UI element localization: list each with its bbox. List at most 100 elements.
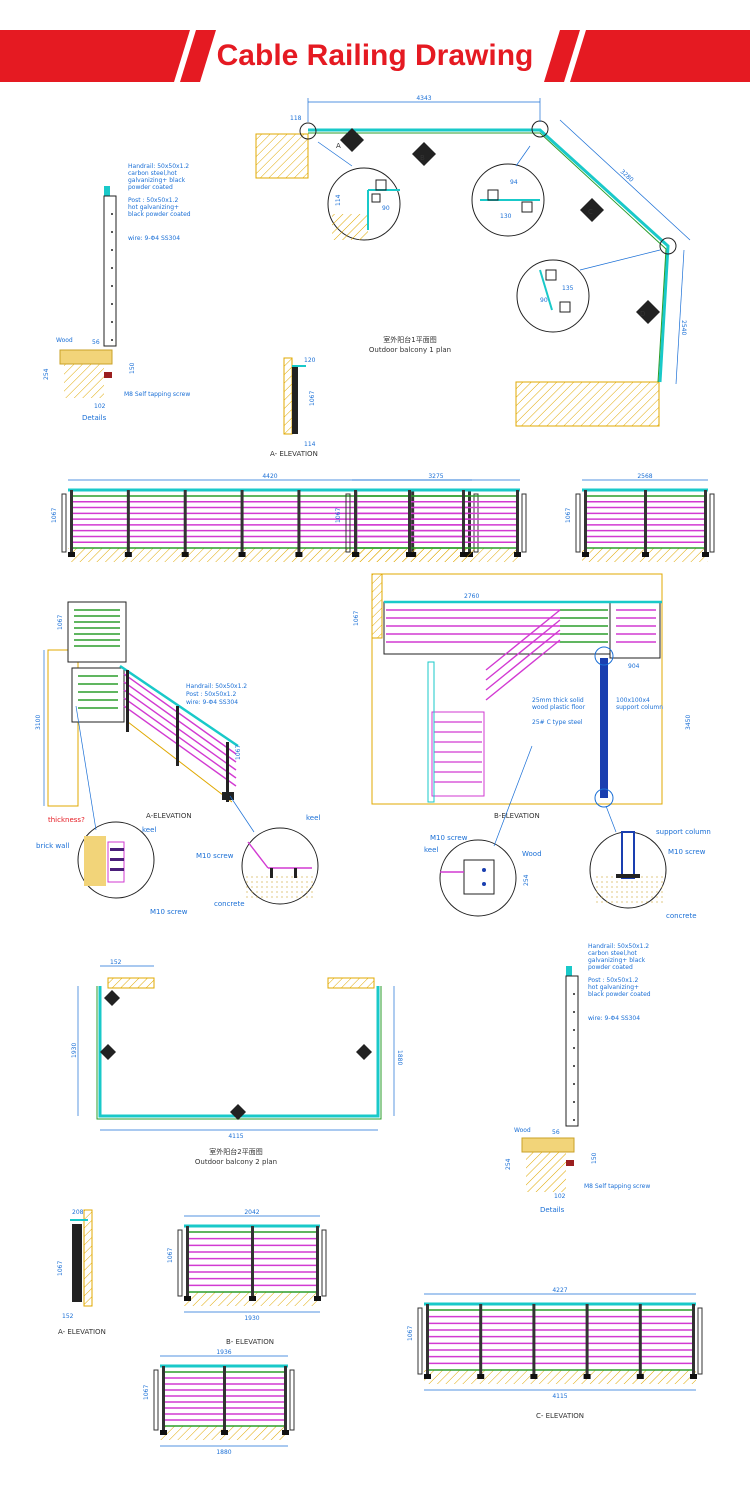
cad-drawing: 4343 118 3280 2540 A B C D 114 90 94 1	[35, 95, 715, 1456]
svg-text:1067: 1067	[309, 391, 316, 406]
svg-text:130: 130	[500, 213, 512, 220]
plan1-title-en: Outdoor balcony 1 plan	[369, 346, 451, 354]
svg-text:90: 90	[382, 205, 390, 212]
svg-text:Outdoor balcony 2 plan: Outdoor balcony 2 plan	[195, 1158, 277, 1166]
details-left: Handrail: 50x50x1.2 carbon steel,hot gal…	[43, 163, 191, 422]
dim-text: 1067	[167, 1248, 174, 1263]
svg-text:B-ELEVATION: B-ELEVATION	[494, 812, 540, 820]
svg-text:support column: support column	[616, 704, 663, 711]
stair-a-elevation: 3100 1067 1067 Handrail: 50x50x1.2 Post …	[35, 601, 247, 824]
svg-text:114: 114	[335, 194, 342, 206]
svg-text:M8 Self tapping screw: M8 Self tapping screw	[584, 1183, 650, 1190]
svg-text:brick wall: brick wall	[36, 842, 69, 850]
svg-text:1930: 1930	[71, 1043, 78, 1058]
svg-text:120: 120	[304, 357, 316, 364]
detail-circle-1: 114 90	[327, 167, 401, 241]
svg-text:D: D	[640, 310, 645, 318]
svg-text:Details: Details	[82, 414, 107, 422]
svg-text:Post : 50x50x1.2: Post : 50x50x1.2	[186, 691, 236, 698]
svg-text:Wood: Wood	[56, 337, 73, 344]
svg-text:hot galvanizing+: hot galvanizing+	[588, 984, 639, 991]
svg-text:2760: 2760	[464, 593, 479, 600]
svg-text:A- ELEVATION: A- ELEVATION	[58, 1328, 106, 1336]
svg-text:M10 screw: M10 screw	[430, 834, 468, 842]
svg-text:Post : 50x50x1.2: Post : 50x50x1.2	[588, 977, 638, 984]
banner-background	[0, 30, 750, 82]
svg-text:Handrail: 50x50x1.2: Handrail: 50x50x1.2	[186, 683, 247, 690]
svg-text:Handrail: 50x50x1.2: Handrail: 50x50x1.2	[588, 943, 649, 950]
wall-block	[515, 381, 660, 427]
dim-text: 1067	[407, 1326, 414, 1341]
dim-text: 1936	[216, 1349, 231, 1356]
svg-text:concrete: concrete	[666, 912, 697, 920]
svg-text:1880: 1880	[396, 1050, 403, 1065]
dim-text: 1067	[51, 508, 58, 523]
marker-a: A	[336, 128, 364, 152]
post-circle	[299, 122, 317, 140]
dim-text: 1067	[565, 508, 572, 523]
svg-text:wire: 9-Φ4 SS304: wire: 9-Φ4 SS304	[186, 699, 238, 706]
svg-text:114: 114	[304, 441, 316, 448]
dim-text: 4343	[416, 95, 431, 102]
dim-text: 2540	[680, 320, 687, 335]
svg-text:1067: 1067	[353, 611, 360, 626]
svg-text:4115: 4115	[228, 1133, 243, 1140]
svg-text:wire: 9-Φ4 SS304: wire: 9-Φ4 SS304	[128, 235, 180, 242]
svg-text:1067: 1067	[57, 1261, 64, 1276]
svg-text:1067: 1067	[57, 615, 64, 630]
svg-text:90: 90	[540, 297, 548, 304]
plan2: 152 1930 1880 4115 室外阳台2平面图 Outdoor balc…	[71, 959, 403, 1166]
c-elevation-caption: C- ELEVATION	[536, 1412, 584, 1420]
svg-text:102: 102	[94, 403, 106, 410]
elev-bottom-a: 208 1067 152 A- ELEVATION	[57, 1209, 106, 1336]
post-circle	[659, 237, 677, 255]
plan1: 4343 118 3280 2540 A B C D 114 90 94 1	[255, 95, 691, 427]
svg-text:wood plastic floor: wood plastic floor	[532, 704, 586, 711]
svg-text:support column: support column	[656, 828, 711, 836]
svg-text:100x100x4: 100x100x4	[616, 697, 650, 704]
svg-text:152: 152	[110, 959, 122, 966]
svg-text:powder coated: powder coated	[128, 184, 173, 191]
detail-circle-3: 135 90	[516, 259, 590, 333]
rail-line	[308, 128, 670, 383]
page-title: Cable Railing Drawing	[216, 39, 534, 72]
svg-text:black powder coated: black powder coated	[128, 211, 191, 218]
svg-text:3450: 3450	[685, 715, 692, 730]
thickness-note: thickness?	[48, 816, 85, 824]
dim-text: 1880	[216, 1449, 231, 1456]
svg-text:A-ELEVATION: A-ELEVATION	[146, 812, 192, 820]
svg-text:208: 208	[72, 1209, 84, 1216]
svg-text:wire: 9-Φ4 SS304: wire: 9-Φ4 SS304	[588, 1015, 640, 1022]
svg-text:Handrail: 50x50x1.2: Handrail: 50x50x1.2	[128, 163, 189, 170]
svg-text:254: 254	[43, 368, 50, 380]
svg-text:Wood: Wood	[514, 1127, 531, 1134]
svg-text:25mm thick solid: 25mm thick solid	[532, 697, 584, 704]
svg-text:Post : 50x50x1.2: Post : 50x50x1.2	[128, 197, 178, 204]
svg-text:254: 254	[505, 1158, 512, 1170]
svg-text:254: 254	[523, 874, 530, 886]
stair-b-elevation: 2760 1067 904 3450 25mm thick solid wood…	[353, 573, 692, 820]
detail-circle-2: 94 130	[471, 163, 545, 237]
marker-b: B	[412, 142, 436, 166]
svg-text:102: 102	[554, 1193, 566, 1200]
dim-text: 118	[290, 115, 302, 122]
svg-text:black powder coated: black powder coated	[588, 991, 651, 998]
svg-text:25# C type steel: 25# C type steel	[532, 719, 583, 726]
svg-text:Wood: Wood	[522, 850, 542, 858]
svg-text:56: 56	[92, 339, 100, 346]
svg-text:904: 904	[628, 663, 640, 670]
b-elevation-caption: B- ELEVATION	[226, 1338, 274, 1346]
elev-a-small: 120 1067 114 A- ELEVATION	[270, 357, 318, 458]
svg-text:keel: keel	[424, 846, 438, 854]
svg-text:M8 Self tapping screw: M8 Self tapping screw	[124, 391, 190, 398]
svg-text:M10 screw: M10 screw	[196, 852, 234, 860]
dim-text: 1067	[143, 1385, 150, 1400]
svg-text:135: 135	[562, 285, 574, 292]
svg-text:hot galvanizing+: hot galvanizing+	[128, 204, 179, 211]
svg-text:keel: keel	[306, 814, 320, 822]
svg-text:galvanizing+ black: galvanizing+ black	[128, 177, 186, 184]
